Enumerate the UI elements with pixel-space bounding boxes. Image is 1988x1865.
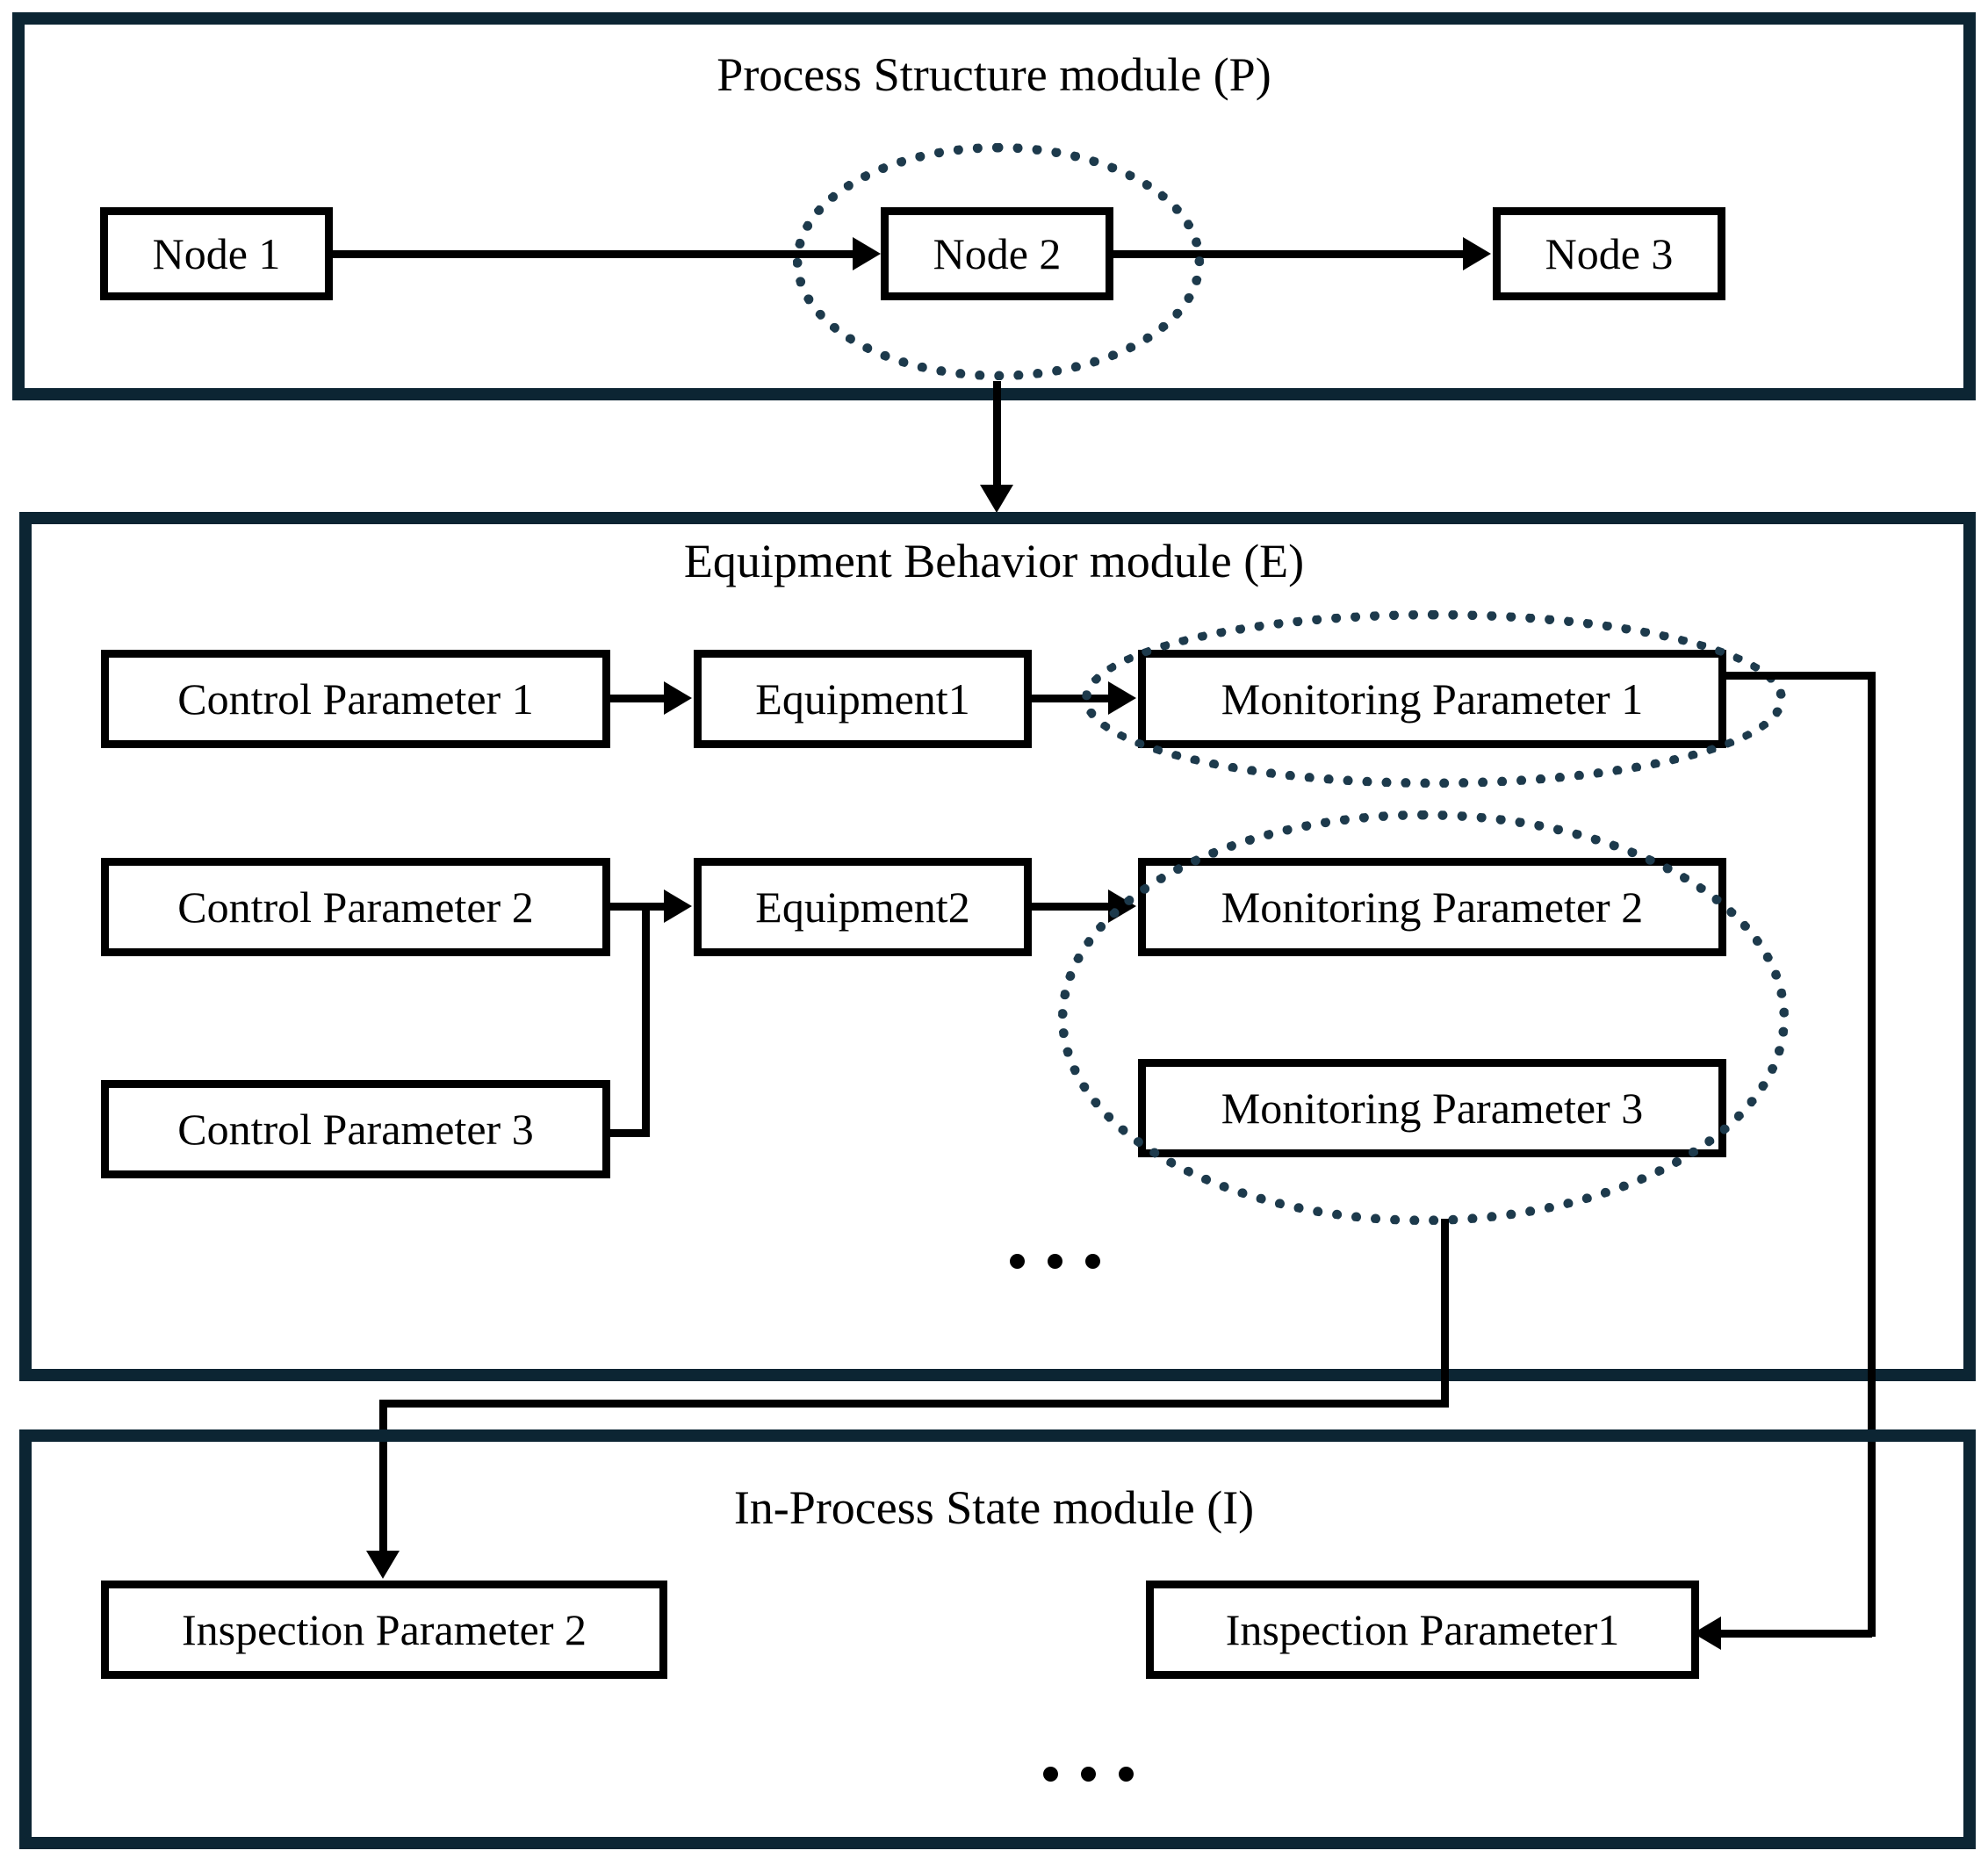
connector-mp1-to-ip1 [1721,1630,1872,1638]
module-process-structure-title: Process Structure module (P) [717,48,1271,101]
connector-mpgroup-left [379,1400,1449,1408]
dot-2 [1048,1254,1062,1269]
control-parameter-3-box[interactable]: Control Parameter 3 [101,1080,610,1178]
dot-3 [1119,1767,1134,1782]
equipment-1-box[interactable]: Equipment1 [694,650,1032,748]
monitoring-parameter-2-label: Monitoring Parameter 2 [1221,882,1644,932]
control-parameter-1-box[interactable]: Control Parameter 1 [101,650,610,748]
equipment-2-box[interactable]: Equipment2 [694,858,1032,956]
control-parameter-1-label: Control Parameter 1 [177,674,534,724]
connector-mpgroup-down [1441,1219,1449,1408]
inspection-parameter-2-label: Inspection Parameter 2 [182,1605,587,1654]
arrowhead-mpgroup-to-ip2 [366,1551,400,1579]
equipment-1-label: Equipment1 [755,674,970,724]
dot-1 [1010,1254,1025,1269]
inspection-parameter-2-box[interactable]: Inspection Parameter 2 [101,1581,667,1679]
arrowhead-cp1-eq1 [664,681,692,715]
control-parameter-3-label: Control Parameter 3 [177,1105,534,1154]
control-parameter-2-box[interactable]: Control Parameter 2 [101,858,610,956]
connector-node1-node2 [333,250,854,258]
dot-3 [1085,1254,1100,1269]
node-1-label: Node 1 [152,229,281,278]
connector-process-to-equipment [993,381,1001,488]
module-process-structure [12,12,1976,400]
connector-mp1-right [1721,672,1875,680]
monitoring-parameter-3-box[interactable]: Monitoring Parameter 3 [1138,1059,1726,1157]
monitoring-parameter-2-box[interactable]: Monitoring Parameter 2 [1138,858,1726,956]
inspection-parameter-1-label: Inspection Parameter1 [1225,1605,1620,1654]
monitoring-parameter-1-box[interactable]: Monitoring Parameter 1 [1138,650,1726,748]
arrowhead-node1-node2 [853,237,881,270]
arrowhead-node2-node3 [1463,237,1491,270]
node-3-box[interactable]: Node 3 [1493,207,1725,300]
module-equipment-behavior [19,512,1976,1381]
connector-eq2-mp2 [1032,903,1111,911]
connector-mpgroup-to-ip2 [379,1400,387,1556]
dot-2 [1081,1767,1096,1782]
node-3-label: Node 3 [1545,229,1674,278]
monitoring-parameter-3-label: Monitoring Parameter 3 [1221,1084,1644,1133]
equipment-continuation-dots [1010,1254,1100,1269]
arrowhead-process-to-equipment [980,485,1013,513]
connector-cp3-horizontal [610,1129,650,1137]
module-in-process-state-title: In-Process State module (I) [733,1481,1255,1534]
node-1-box[interactable]: Node 1 [100,207,333,300]
node-2-box[interactable]: Node 2 [881,207,1113,300]
connector-eq1-mp1 [1032,695,1111,702]
arrowhead-cp2-eq2 [664,889,692,923]
equipment-2-label: Equipment2 [755,882,970,932]
arrowhead-eq2-mp2 [1108,889,1136,923]
connector-cp2-eq2 [610,903,667,911]
connector-node2-node3 [1113,250,1465,258]
monitoring-parameter-1-label: Monitoring Parameter 1 [1221,674,1644,724]
connector-cp3-vertical [642,903,650,1137]
module-in-process-state [19,1429,1976,1849]
connector-cp1-eq1 [610,695,667,702]
arrowhead-eq1-mp1 [1108,681,1136,715]
dot-1 [1043,1767,1058,1782]
control-parameter-2-label: Control Parameter 2 [177,882,534,932]
in-process-continuation-dots [1043,1767,1134,1782]
module-equipment-behavior-title: Equipment Behavior module (E) [683,535,1305,587]
inspection-parameter-1-box[interactable]: Inspection Parameter1 [1146,1581,1699,1679]
connector-mp1-down [1868,672,1876,1637]
node-2-label: Node 2 [933,229,1062,278]
